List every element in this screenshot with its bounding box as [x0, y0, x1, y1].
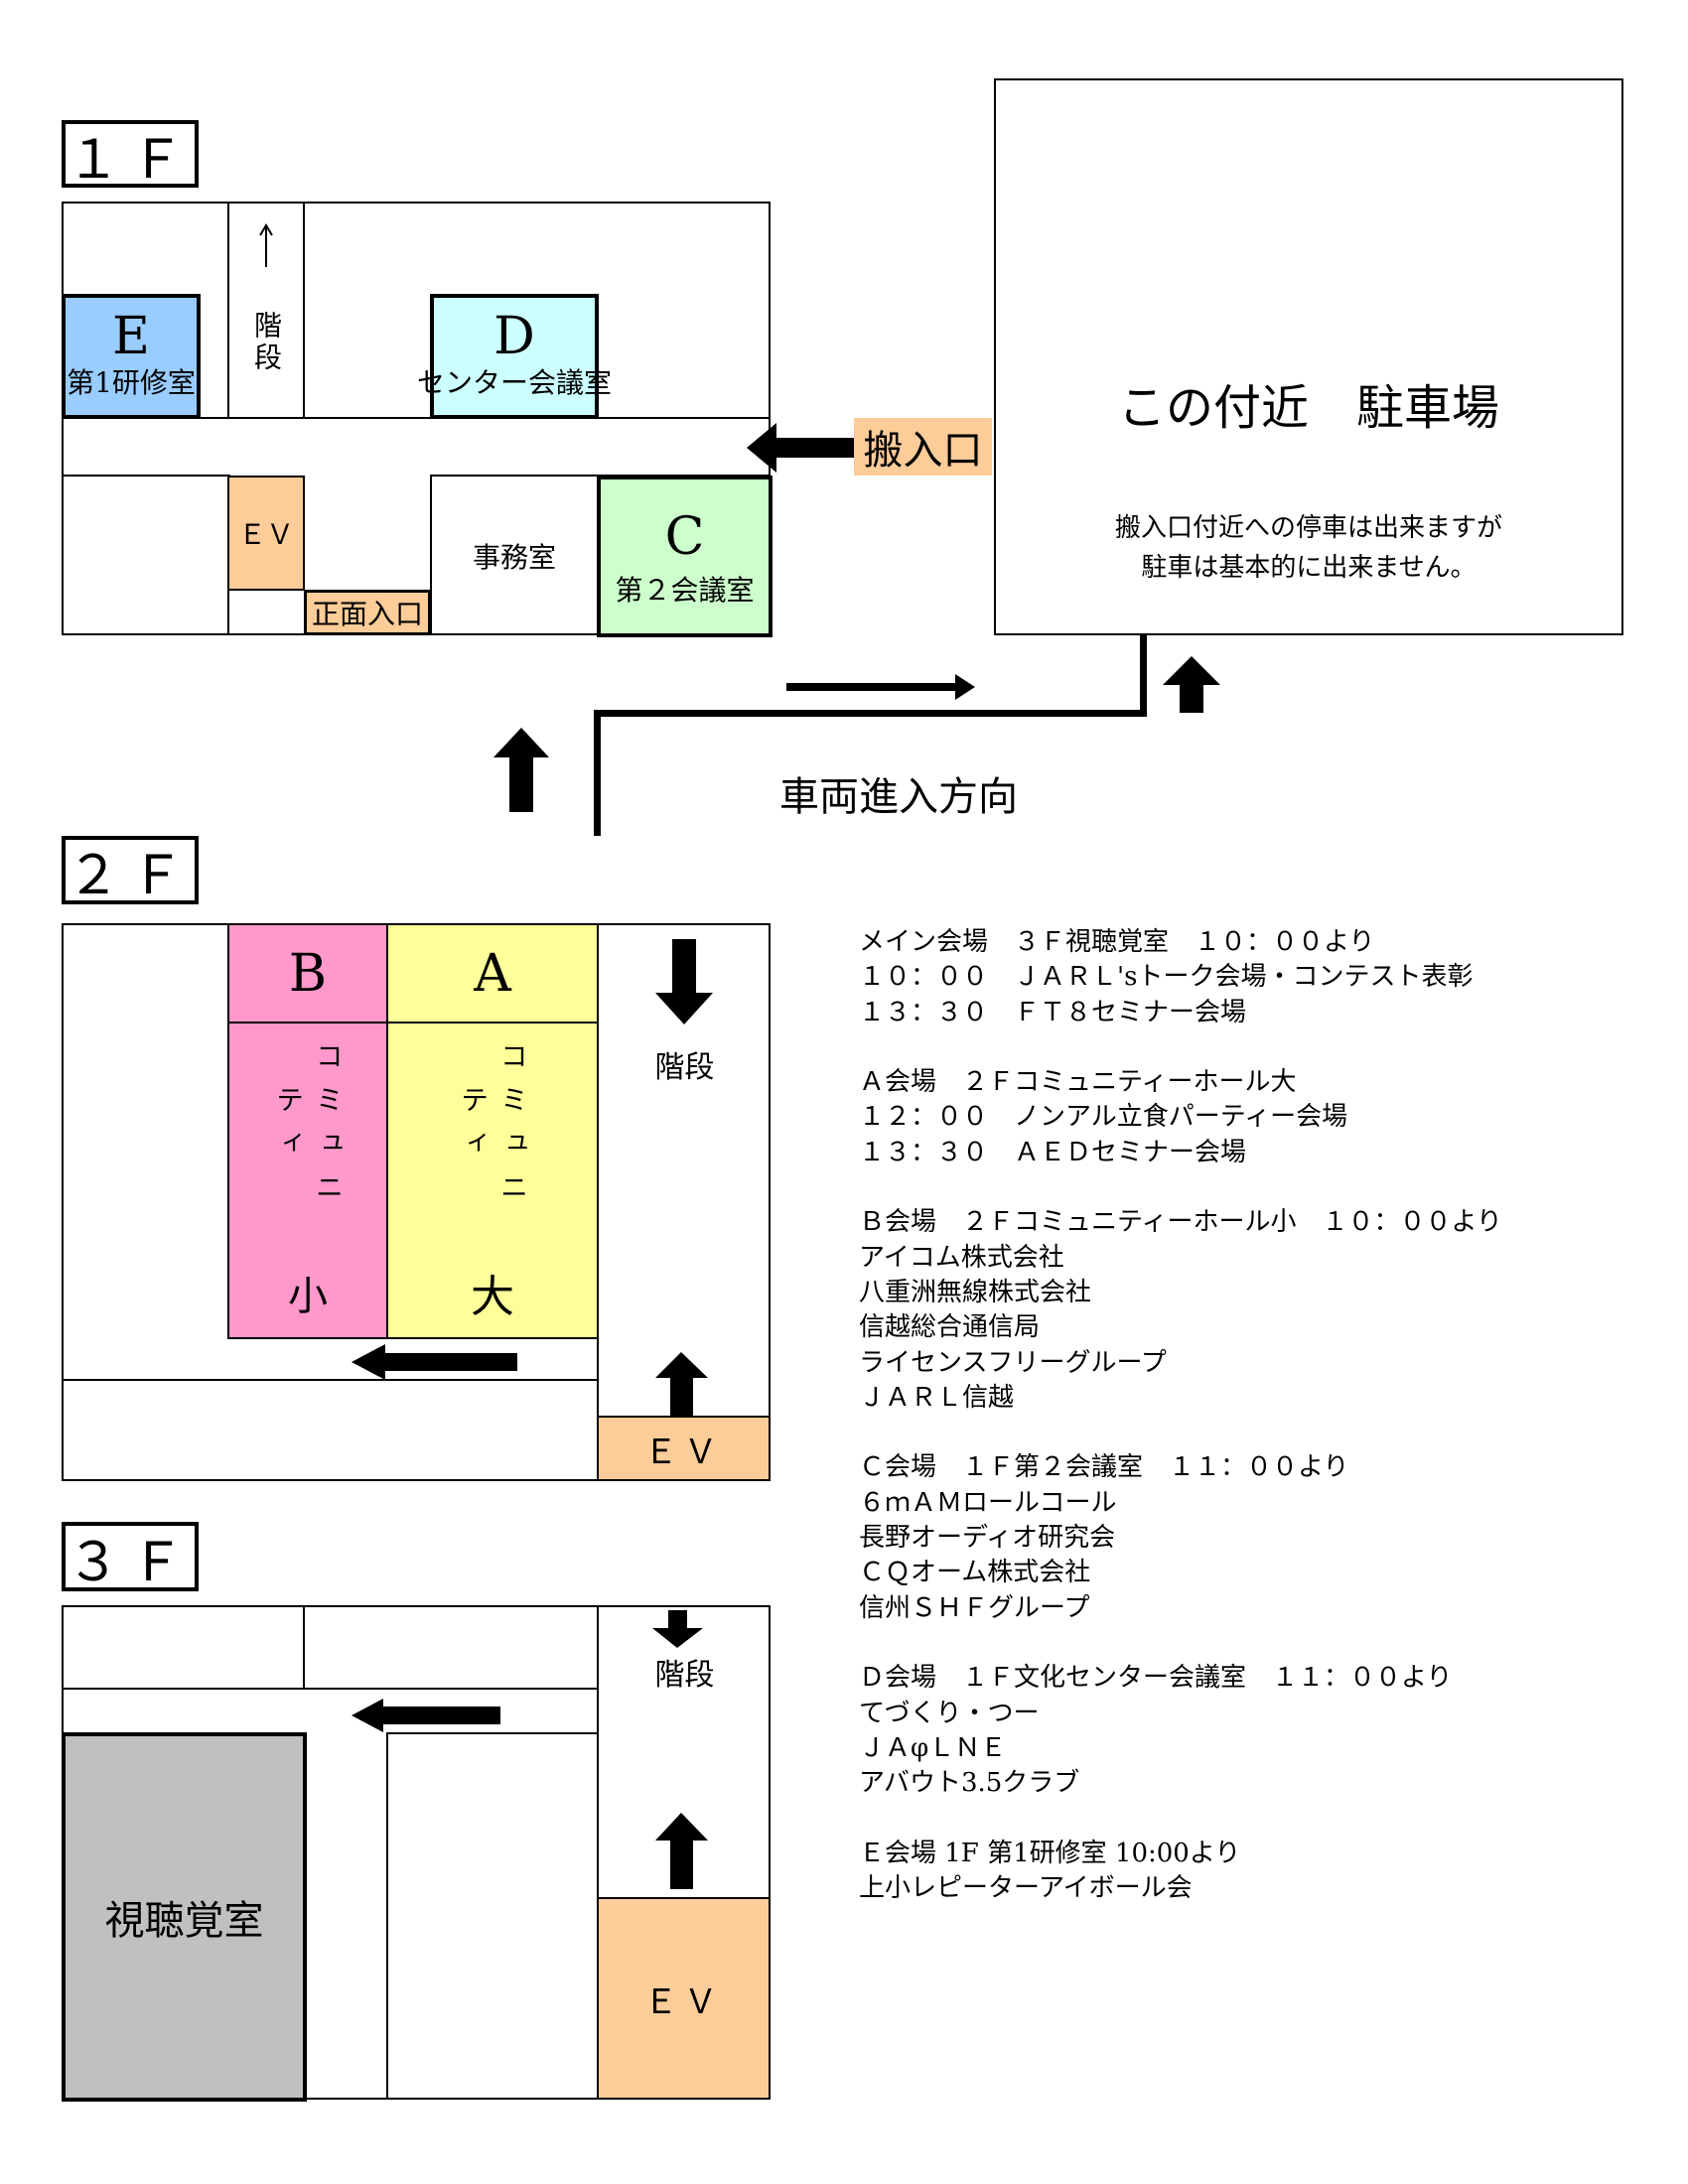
schedule-spacer [859, 1030, 1502, 1065]
schedule-line: ＣＱオーム株式会社 [859, 1558, 1091, 1588]
schedule-line: 上小レピーターアイボール会 [859, 1873, 1193, 1904]
room-b-size: 小 [288, 1274, 328, 1319]
schedule-line: ＪＡφＬＮＥ [859, 1732, 1007, 1763]
room-d-letter: D [493, 307, 535, 366]
av-room[interactable]: 視聴覚室 [62, 1732, 307, 2102]
stairs-2f: 階段 [654, 1050, 715, 1085]
schedule-line: 信越総合通信局 [859, 1312, 1041, 1343]
road-line [594, 710, 601, 836]
arrow-up-icon [259, 223, 273, 267]
schedule-line: Ｃ会場 １Ｆ第２会議室 １１：００より [859, 1452, 1349, 1483]
arrow-up-icon [655, 1813, 708, 1889]
room-a-size: 大 [471, 1272, 514, 1322]
schedule-line: アイコム株式会社 [859, 1242, 1064, 1273]
vehicle-direction-label: 車両進入方向 [779, 774, 1018, 820]
parking-note-1: 搬入口付近への停車は出来ますが [1114, 512, 1502, 543]
wall [597, 923, 599, 1481]
room-a[interactable]: A コミュニティ 大 [386, 923, 599, 1339]
arrow-left-icon [352, 1699, 500, 1732]
floor-3-label: ３Ｆ [62, 1522, 199, 1593]
room-b[interactable]: B コミュニティ 小 [227, 923, 388, 1339]
wall [62, 1379, 599, 1381]
schedule-line: 八重洲無線株式会社 [859, 1277, 1092, 1307]
arrow-left-icon [747, 423, 854, 473]
stairs-label: 階段 [250, 311, 283, 374]
room-a-name: コミュニティ [457, 1041, 529, 1216]
room-d-name: センター会議室 [417, 366, 613, 399]
parking-note-2: 駐車は基本的に出来ません。 [1141, 552, 1477, 583]
elevator-3f[interactable]: ＥＶ [597, 1897, 771, 2100]
schedule-list: メイン会場 ３Ｆ視聴覚室 １０：００より １０：００ ＪＡＲＬ'sトーク会場・コン… [859, 925, 1502, 1906]
arrow-up-icon [1163, 656, 1220, 713]
elevator-2f[interactable]: ＥＶ [597, 1416, 771, 1481]
room-a-letter: A [388, 925, 597, 1024]
schedule-line: ６ｍＡＭロールコール [859, 1487, 1117, 1518]
schedule-line: てづくり・つー [859, 1698, 1040, 1728]
arrow-down-icon [655, 939, 713, 1024]
parking-title: この付近 駐車場 [1117, 380, 1499, 436]
wall [62, 475, 230, 477]
schedule-line: 信州ＳＨＦグループ [859, 1592, 1090, 1623]
schedule-spacer [859, 1801, 1502, 1836]
schedule-line: Ｅ会場 1F 第1研修室 10:00より [859, 1838, 1241, 1868]
elevator-1f[interactable]: ＥＶ [227, 476, 305, 591]
road-line [1140, 635, 1147, 717]
room-d[interactable]: D センター会議室 [417, 294, 612, 419]
schedule-line: ＪＡＲＬ信越 [859, 1382, 1015, 1413]
schedule-line: １２：００ ノンアル立食パーティー会場 [859, 1102, 1348, 1133]
schedule-spacer [859, 1626, 1502, 1661]
schedule-line: アバウト3.5クラブ [859, 1768, 1080, 1799]
wall [62, 417, 771, 419]
schedule-line: Ｂ会場 ２Ｆコミュニティーホール小 １０：００より [859, 1207, 1502, 1238]
room-c-name: 第２会議室 [615, 573, 755, 607]
schedule-line: Ｄ会場 １Ｆ文化センター会議室 １１：００より [859, 1663, 1453, 1694]
wall [227, 202, 229, 418]
parking-area: この付近 駐車場 搬入口付近への停車は出来ますが 駐車は基本的に出来ません。 [994, 78, 1623, 635]
wall [430, 475, 432, 635]
schedule-line: メイン会場 ３Ｆ視聴覚室 １０：００より [859, 927, 1375, 957]
arrow-up-icon [655, 1352, 708, 1416]
stairs-1f: 階段 [229, 298, 303, 387]
room-c[interactable]: C 第２会議室 [597, 476, 773, 637]
schedule-line: Ａ会場 ２Ｆコミュニティーホール大 [859, 1067, 1297, 1098]
arrow-down-icon [652, 1610, 703, 1648]
road-line [594, 710, 1146, 717]
room-e-letter: E [112, 307, 150, 366]
schedule-line: １３：３０ ＡＥＤセミナー会場 [859, 1137, 1247, 1167]
schedule-spacer [859, 1170, 1502, 1205]
floor-1-label: １Ｆ [62, 120, 199, 191]
room-b-letter: B [229, 925, 386, 1024]
room-e[interactable]: E 第1研修室 [62, 294, 201, 419]
stairs-3f: 階段 [654, 1658, 715, 1693]
schedule-spacer [859, 1416, 1502, 1450]
room-box [386, 1732, 599, 2100]
wall [62, 1688, 599, 1690]
schedule-line: ライセンスフリーグループ [859, 1347, 1167, 1378]
wall [303, 1605, 305, 1690]
schedule-line: １３：３０ ＦＴ８セミナー会場 [859, 997, 1247, 1027]
arrow-right-icon [786, 674, 975, 700]
floor-2-label: ２Ｆ [62, 836, 199, 906]
room-b-name: コミュニティ [272, 1041, 345, 1216]
room-e-name: 第1研修室 [67, 366, 196, 399]
office: 事務室 [472, 541, 556, 574]
loading-entrance: 搬入口 [854, 418, 992, 476]
room-c-letter: C [664, 506, 705, 567]
main-entrance[interactable]: 正面入口 [304, 590, 431, 635]
wall [303, 202, 305, 418]
arrow-up-icon [493, 728, 549, 812]
schedule-line: 長野オーディオ研究会 [859, 1523, 1116, 1554]
schedule-line: １０：００ ＪＡＲＬ'sトーク会場・コンテスト表彰 [859, 962, 1474, 993]
arrow-left-icon [352, 1344, 517, 1380]
